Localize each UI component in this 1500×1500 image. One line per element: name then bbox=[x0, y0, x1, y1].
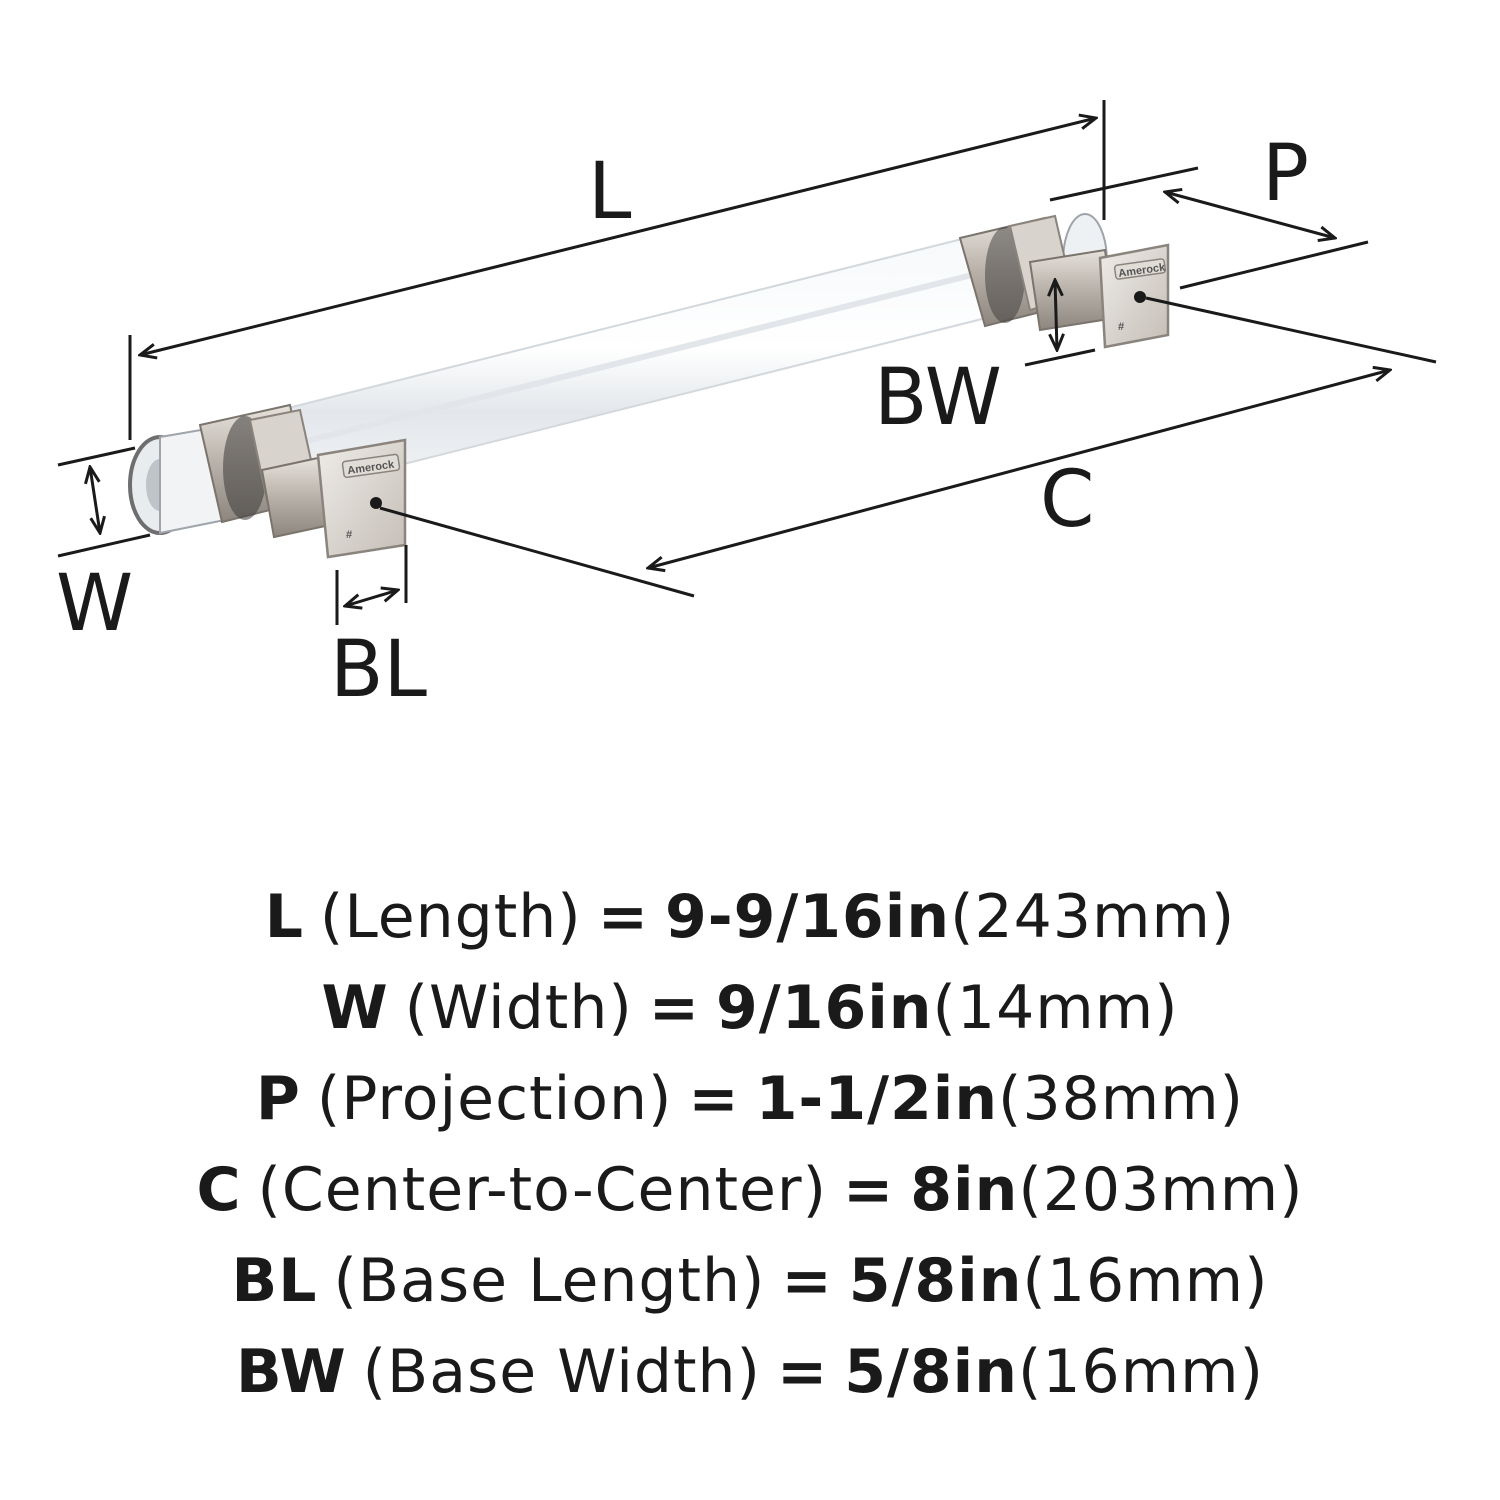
spec-row-length: L(Length)=9-9/16in(243mm) bbox=[264, 882, 1236, 952]
dim-W-line bbox=[90, 467, 100, 533]
left-base-mark: # bbox=[346, 529, 352, 541]
right-base: Amerock # bbox=[1098, 243, 1170, 349]
dim-label-BL: BL bbox=[330, 625, 428, 715]
dimension-lines bbox=[57, 100, 1437, 625]
handle-body: Amerock # Amerock # bbox=[128, 213, 1170, 559]
dim-BL-line bbox=[345, 590, 398, 606]
left-base-screw-hole bbox=[370, 497, 382, 509]
dim-P-line bbox=[1165, 192, 1335, 238]
dim-label-W: W bbox=[56, 559, 133, 649]
spec-row-center-to-center: C(Center-to-Center)=8in(203mm) bbox=[196, 1155, 1304, 1225]
pull-handle-diagram: Amerock # Amerock # bbox=[56, 100, 1437, 715]
spec-row-base-width: BW(Base Width)=5/8in(16mm) bbox=[236, 1337, 1264, 1407]
dim-C-ext-left bbox=[379, 506, 695, 598]
dim-C-ext-right bbox=[1145, 296, 1437, 364]
right-base-screw-hole bbox=[1134, 291, 1146, 303]
dim-W-ext-bottom bbox=[57, 533, 151, 558]
dim-P-ext-bottom bbox=[1179, 240, 1369, 290]
spec-row-projection: P(Projection)=1-1/2in(38mm) bbox=[255, 1064, 1245, 1134]
spec-row-width: W(Width)=9/16in(14mm) bbox=[321, 973, 1179, 1043]
dim-P-ext-top bbox=[1049, 166, 1199, 202]
right-base-mark: # bbox=[1118, 321, 1124, 333]
dim-label-C: C bbox=[1040, 455, 1094, 545]
dim-label-L: L bbox=[588, 147, 632, 237]
spec-row-base-length: BL(Base Length)=5/8in(16mm) bbox=[231, 1246, 1269, 1316]
dim-W-ext-top bbox=[57, 446, 136, 467]
dim-BW-line bbox=[1055, 280, 1057, 350]
dim-C-line bbox=[648, 370, 1390, 568]
left-base: Amerock # bbox=[316, 438, 407, 559]
dimension-spec-list: L(Length)=9-9/16in(243mm) W(Width)=9/16i… bbox=[0, 872, 1500, 1418]
dim-BW-ext-bottom bbox=[1024, 348, 1096, 367]
dim-label-P: P bbox=[1262, 129, 1309, 219]
dim-L-line bbox=[140, 118, 1096, 355]
dim-label-BW: BW bbox=[874, 353, 1002, 443]
